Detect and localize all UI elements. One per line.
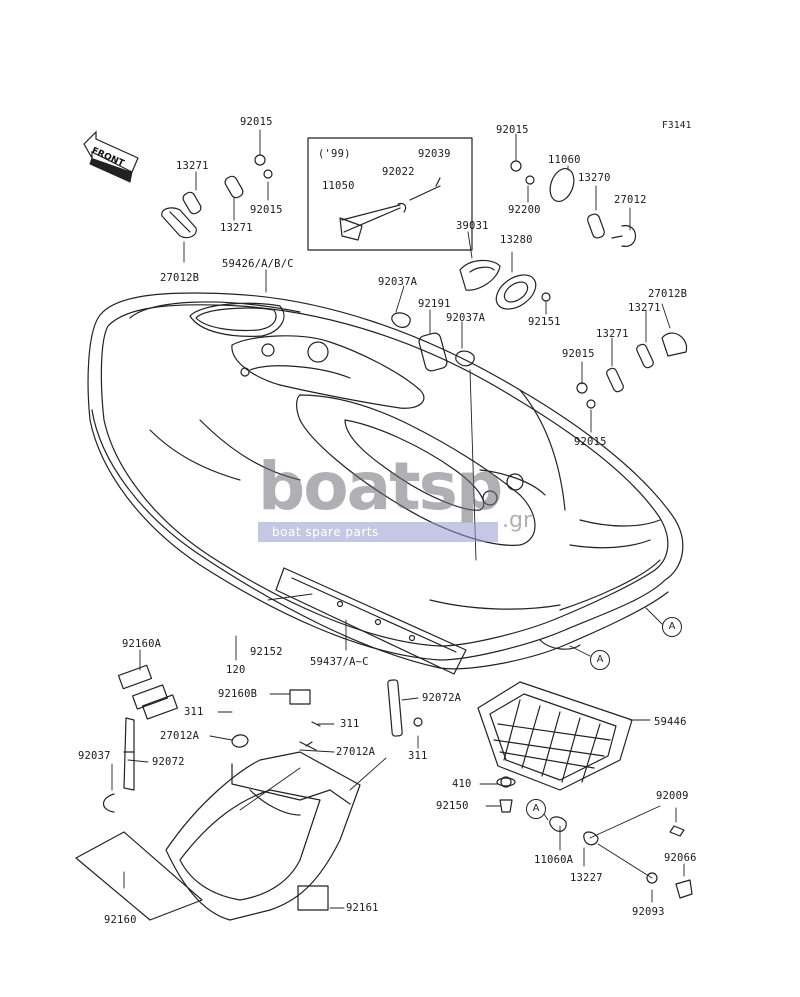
part-label: 92093 <box>632 906 665 918</box>
strip-59437 <box>275 567 467 675</box>
year-label: ('99) <box>318 148 351 160</box>
part-label: 92161 <box>346 902 379 914</box>
lower-left-parts <box>75 664 361 921</box>
part-label: 13271 <box>596 328 629 340</box>
watermark-tagline: boat spare parts <box>272 525 379 539</box>
part-label: 27012A <box>160 730 200 742</box>
part-label: 27012B <box>648 288 688 300</box>
part-label: 120 <box>226 664 246 676</box>
watermark-bar <box>258 522 498 542</box>
part-label: 59446 <box>654 716 687 728</box>
part-label: 13270 <box>578 172 611 184</box>
grate-59446 <box>477 681 633 791</box>
part-label: 27012A <box>336 746 376 758</box>
part-label: 11060 <box>548 154 581 166</box>
part-label: 92160 <box>104 914 137 926</box>
upper-right-parts <box>391 160 688 409</box>
part-label: 92072A <box>422 692 462 704</box>
part-label: 11050 <box>322 180 355 192</box>
part-label: 92150 <box>436 800 469 812</box>
part-label: 92160A <box>122 638 162 650</box>
part-label: 92191 <box>418 298 451 310</box>
diagram-code: F3141 <box>662 120 692 131</box>
part-label: 27012 <box>614 194 647 206</box>
part-label: 59426/A/B/C <box>222 258 294 270</box>
callout-a: A <box>662 617 682 637</box>
part-label: 410 <box>452 778 472 790</box>
part-label: 92015 <box>240 116 273 128</box>
upper-left-parts <box>161 154 273 239</box>
callout-a: A <box>590 650 610 670</box>
part-label: 92009 <box>656 790 689 802</box>
part-label: 92015 <box>250 204 283 216</box>
part-label: 11060A <box>534 854 574 866</box>
part-label: 92015 <box>562 348 595 360</box>
part-label: 13280 <box>500 234 533 246</box>
part-label: 311 <box>184 706 204 718</box>
part-label: 92151 <box>528 316 561 328</box>
part-label: 13271 <box>220 222 253 234</box>
part-label: 92022 <box>382 166 415 178</box>
hull-drawing <box>87 292 684 670</box>
part-label: 27012B <box>160 272 200 284</box>
front-direction-arrow: FRONT <box>82 130 142 190</box>
part-label: 92072 <box>152 756 185 768</box>
part-label: 92015 <box>496 124 529 136</box>
part-label: 13227 <box>570 872 603 884</box>
part-label: 92066 <box>664 852 697 864</box>
part-label: 92015 <box>574 436 607 448</box>
part-label: 13271 <box>176 160 209 172</box>
watermark-logo: boatsp <box>258 448 503 525</box>
part-label: 13271 <box>628 302 661 314</box>
part-label: 92037 <box>78 750 111 762</box>
part-label: 311 <box>340 718 360 730</box>
part-label: 39031 <box>456 220 489 232</box>
part-label: 59437/A~C <box>310 656 369 668</box>
callout-a: A <box>526 799 546 819</box>
part-label: 92200 <box>508 204 541 216</box>
lower-right-parts <box>387 679 693 899</box>
part-label: 92037A <box>446 312 486 324</box>
part-label: 311 <box>408 750 428 762</box>
part-label: 92039 <box>418 148 451 160</box>
year-99-box <box>307 137 473 251</box>
part-label: 92152 <box>250 646 283 658</box>
front-arrow-icon <box>83 130 139 183</box>
part-label: 92160B <box>218 688 258 700</box>
watermark-domain: .gr <box>502 508 533 533</box>
part-label: 92037A <box>378 276 418 288</box>
